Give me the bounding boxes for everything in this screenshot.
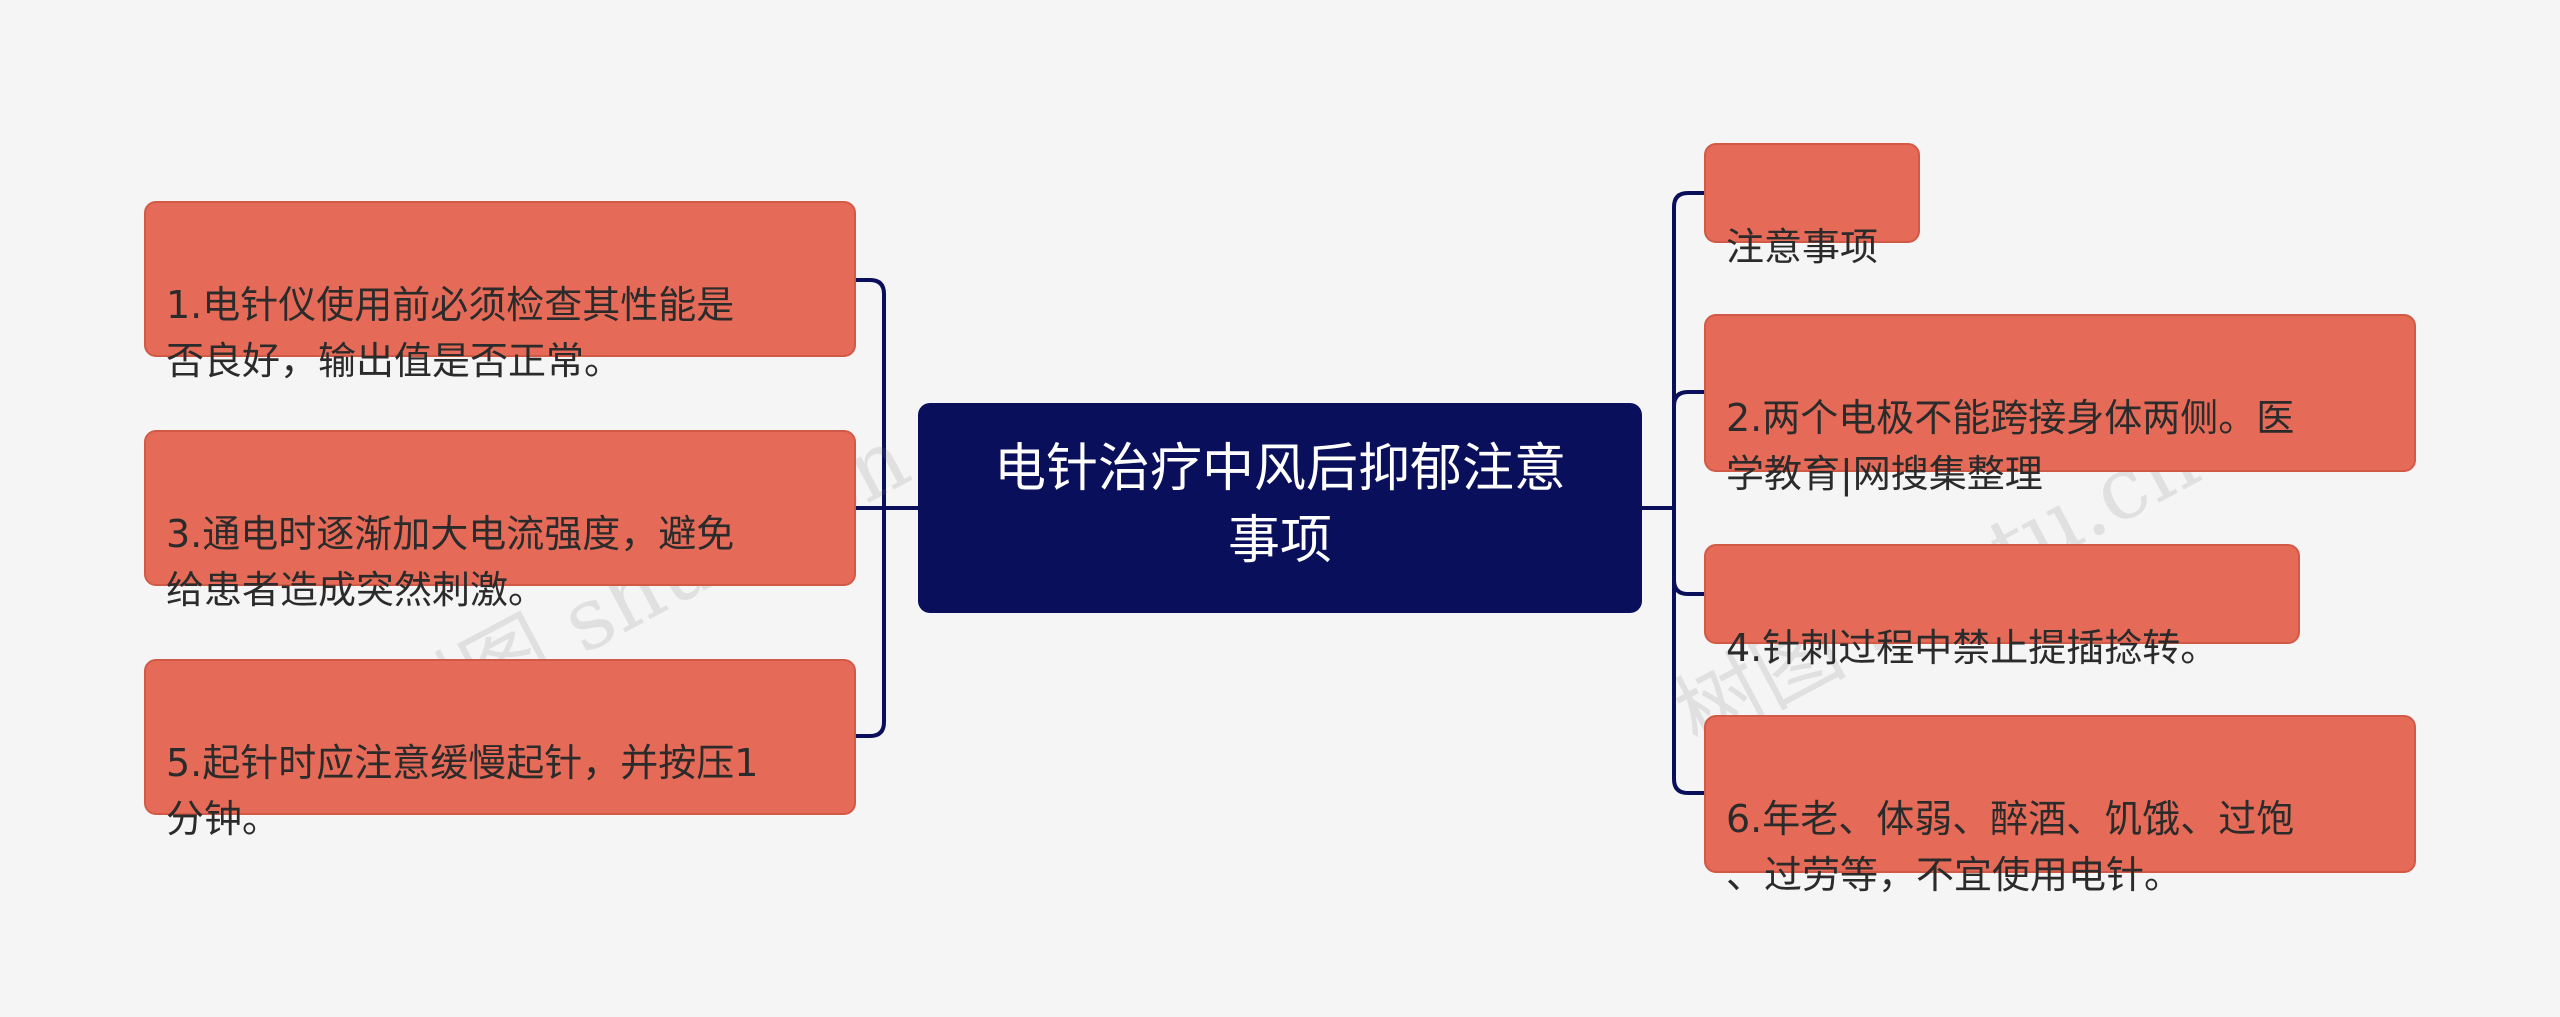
connector-right-node-1 bbox=[1672, 191, 1706, 510]
topic-text: 2.两个电极不能跨接身体两侧。医 学教育|网搜集整理 bbox=[1726, 396, 2295, 496]
topic-text: 注意事项 bbox=[1726, 225, 1879, 269]
connector-right-node-4 bbox=[1672, 578, 1706, 795]
topic-text: 1.电针仪使用前必须检查其性能是 否良好，输出值是否正常。 bbox=[166, 283, 735, 383]
central-topic-node[interactable]: 电针治疗中风后抑郁注意 事项 bbox=[918, 403, 1642, 613]
topic-text: 4.针刺过程中禁止提插捻转。 bbox=[1726, 626, 2219, 670]
right-topic-node-1[interactable]: 注意事项 bbox=[1704, 143, 1920, 269]
left-topic-node-3[interactable]: 5.起针时应注意缓慢起针，并按压1 分钟。 bbox=[144, 659, 856, 841]
topic-text: 5.起针时应注意缓慢起针，并按压1 分钟。 bbox=[166, 741, 759, 841]
left-topic-node-2[interactable]: 3.通电时逐渐加大电流强度，避免 给患者造成突然刺激。 bbox=[144, 430, 856, 612]
right-topic-node-2[interactable]: 2.两个电极不能跨接身体两侧。医 学教育|网搜集整理 bbox=[1704, 314, 2416, 496]
central-topic-title: 电针治疗中风后抑郁注意 事项 bbox=[993, 439, 1566, 571]
right-topic-node-4[interactable]: 6.年老、体弱、醉酒、饥饿、过饱 、过劳等，不宜使用电针。 bbox=[1704, 715, 2416, 897]
right-topic-node-3[interactable]: 4.针刺过程中禁止提插捻转。 bbox=[1704, 544, 2300, 670]
connector-left-node-3 bbox=[854, 506, 886, 738]
connector-right-node-3 bbox=[1672, 506, 1706, 596]
connector-left-node-1 bbox=[854, 278, 886, 510]
topic-text: 6.年老、体弱、醉酒、饥饿、过饱 、过劳等，不宜使用电针。 bbox=[1726, 797, 2295, 897]
topic-text: 3.通电时逐渐加大电流强度，避免 给患者造成突然刺激。 bbox=[166, 512, 735, 612]
left-topic-node-1[interactable]: 1.电针仪使用前必须检查其性能是 否良好，输出值是否正常。 bbox=[144, 201, 856, 383]
connector-right-node-2 bbox=[1672, 390, 1706, 408]
